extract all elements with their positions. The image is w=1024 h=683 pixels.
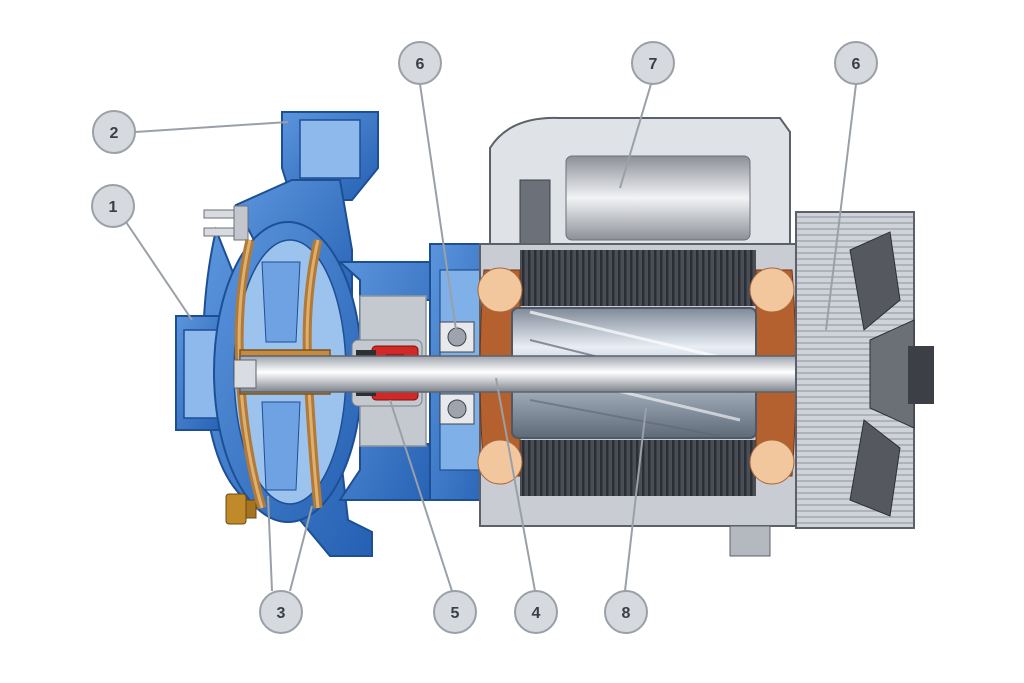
svg-text:8: 8 bbox=[622, 605, 631, 622]
callout-7: 7 bbox=[631, 41, 675, 85]
callout-2: 2 bbox=[92, 110, 136, 154]
shaft-nut bbox=[233, 359, 257, 389]
svg-text:7: 7 bbox=[649, 56, 658, 73]
svg-text:3: 3 bbox=[277, 605, 286, 622]
callout-5: 5 bbox=[433, 590, 477, 634]
callout-8: 8 bbox=[604, 590, 648, 634]
cooling-fan bbox=[795, 211, 934, 529]
svg-text:4: 4 bbox=[532, 605, 541, 622]
callout-1: 1 bbox=[91, 184, 135, 228]
svg-text:6: 6 bbox=[416, 56, 425, 73]
callout-3: 3 bbox=[259, 590, 303, 634]
svg-text:2: 2 bbox=[110, 125, 119, 142]
svg-text:6: 6 bbox=[852, 56, 861, 73]
callout-4: 4 bbox=[514, 590, 558, 634]
callout-6-right: 6 bbox=[834, 41, 878, 85]
svg-text:5: 5 bbox=[451, 605, 460, 622]
leader-lines bbox=[125, 83, 857, 592]
callout-6-left: 6 bbox=[398, 41, 442, 85]
svg-text:1: 1 bbox=[109, 199, 118, 216]
